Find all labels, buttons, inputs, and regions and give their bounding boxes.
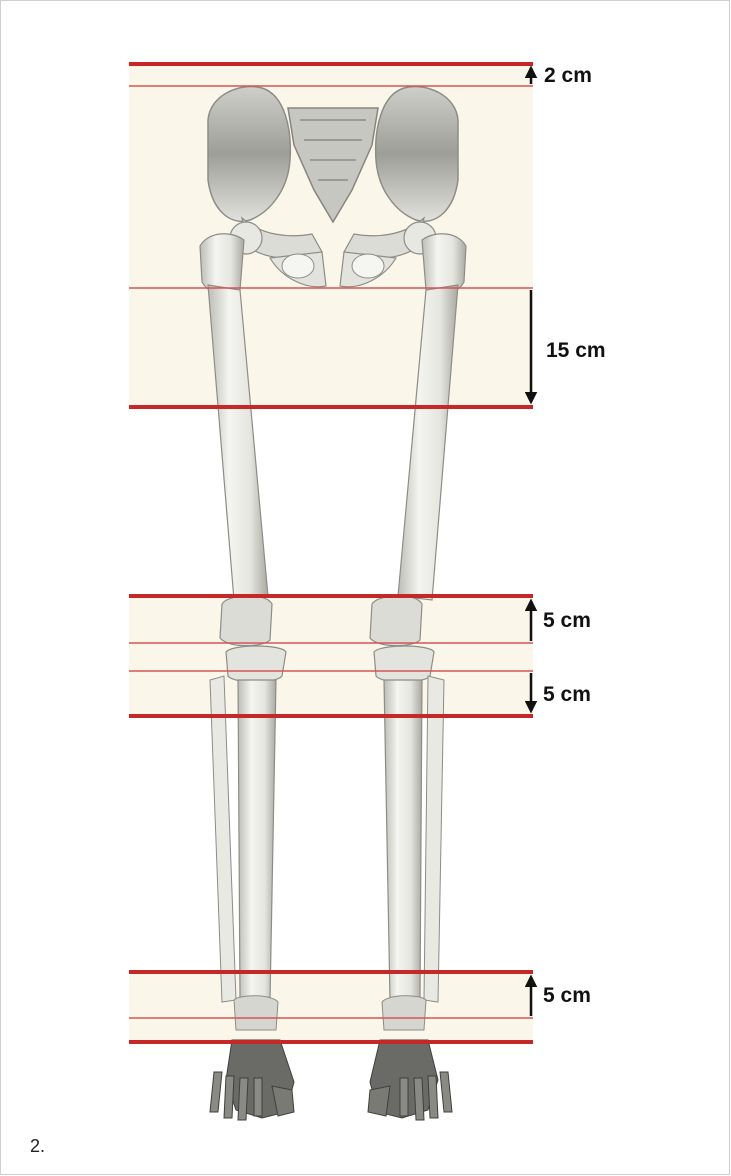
figure-caption: 2. — [30, 1136, 45, 1157]
right-foot — [368, 1040, 452, 1120]
label-tibia-proximal: 5 cm — [543, 683, 591, 706]
label-femur-distal: 5 cm — [543, 609, 591, 632]
measurement-labels: 2 cm 15 cm 5 cm 5 cm 5 cm — [543, 64, 606, 1007]
label-tibia-distal: 5 cm — [543, 984, 591, 1007]
label-pelvis-top: 2 cm — [544, 64, 592, 87]
left-foot — [210, 1040, 294, 1120]
label-femur-proximal: 15 cm — [546, 339, 606, 362]
zone-knee — [129, 596, 533, 717]
zone-ankle — [129, 972, 533, 1042]
